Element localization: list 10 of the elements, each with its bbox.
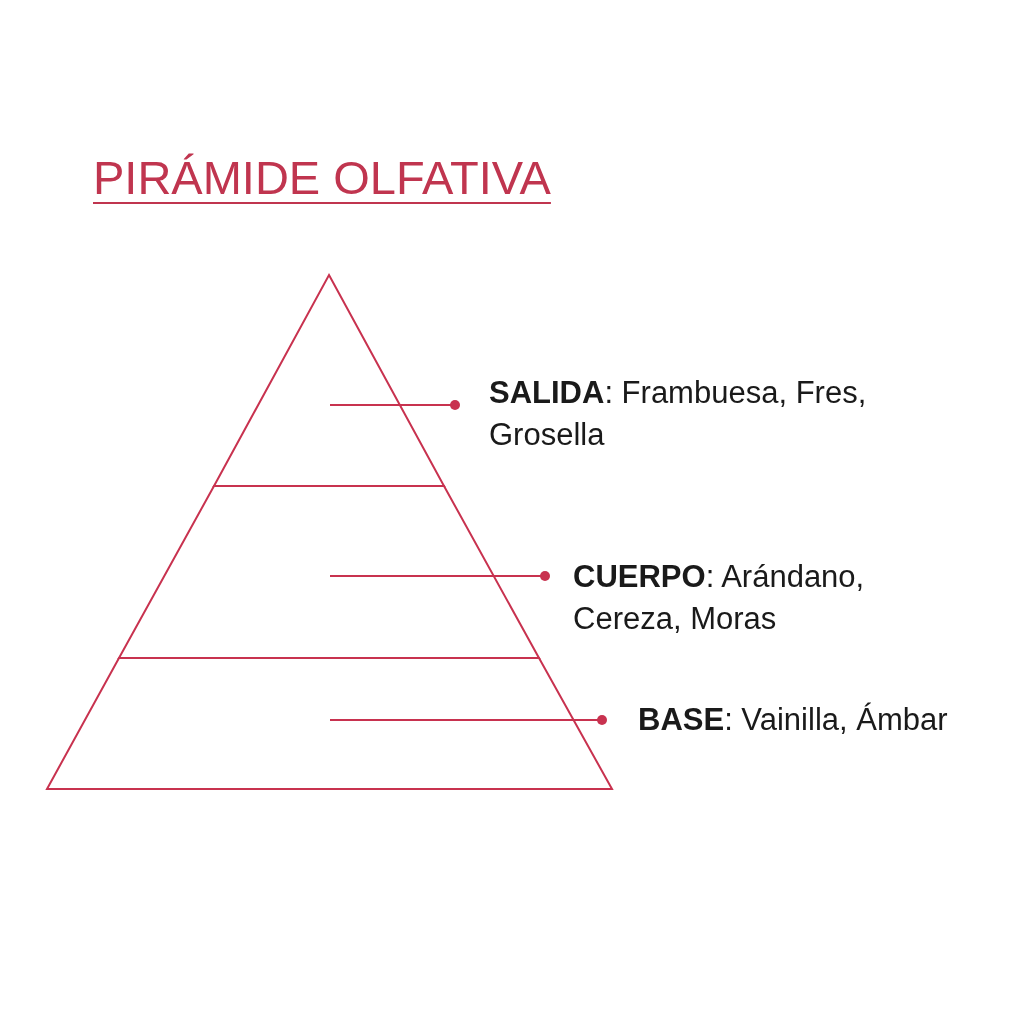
pyramid-base-tier	[47, 658, 612, 789]
pyramid-top-tier	[214, 275, 444, 486]
title: PIRÁMIDE OLFATIVA	[93, 150, 551, 205]
note-label: CUERPO: Arándano, Cereza, Moras	[573, 556, 973, 640]
leader-line	[329, 715, 607, 725]
note-label: BASE: Vainilla, Ámbar	[638, 699, 1008, 741]
leader-line	[329, 400, 460, 410]
note-label: SALIDA: Frambuesa, Fres, Grosella	[489, 372, 939, 456]
pyramid-middle-tier	[119, 486, 539, 658]
leader-line	[329, 571, 550, 581]
